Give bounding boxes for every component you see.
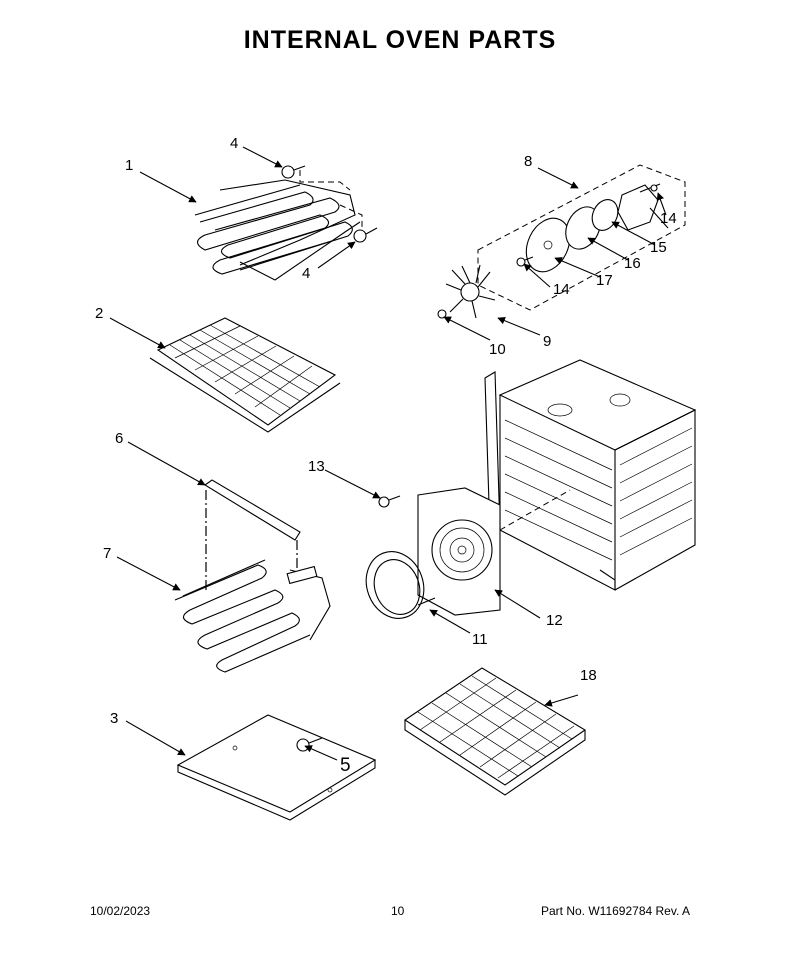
part-14-screw-upper[interactable] [650, 184, 658, 192]
footer-date: 10/02/2023 [90, 904, 151, 918]
callout-15: 15 [650, 239, 667, 256]
callout-17: 17 [596, 272, 613, 289]
oven-cavity [484, 359, 697, 591]
part-convection-motor[interactable] [617, 183, 669, 231]
part-4-terminal-screw-lower[interactable] [353, 227, 378, 243]
callout-8: 8 [524, 153, 532, 170]
callout-2: 2 [95, 305, 103, 322]
part-3-bottom-cover[interactable] [176, 714, 377, 821]
page-title: INTERNAL OVEN PARTS [243, 26, 557, 54]
callout-12: 12 [546, 612, 563, 629]
part-9-fan-blade[interactable] [445, 264, 496, 319]
part-1-broil-element[interactable] [194, 170, 363, 281]
part-2-oven-rack[interactable] [149, 317, 341, 433]
callout-14-upper: 14 [660, 210, 677, 227]
part-4-terminal-screw-upper[interactable] [281, 165, 306, 179]
callout-1: 1 [125, 157, 133, 174]
callout-5: 5 [340, 755, 351, 776]
callout-3: 3 [110, 710, 118, 727]
footer-page-number: 10 [391, 904, 405, 918]
part-10-fan-nut[interactable] [437, 309, 447, 319]
callout-7: 7 [103, 545, 111, 562]
footer-part-number: Part No. W11692784 Rev. A [541, 904, 690, 918]
callout-10: 10 [489, 341, 506, 358]
part-11-convection-element[interactable] [357, 543, 436, 626]
callout-11: 11 [472, 631, 488, 648]
part-6-element-shield[interactable] [204, 479, 301, 590]
callout-4-upper: 4 [230, 135, 238, 152]
callout-16: 16 [624, 255, 641, 272]
callout-6: 6 [115, 430, 123, 447]
part-12-convection-cover-panel[interactable] [417, 487, 501, 616]
callout-14-lower: 14 [553, 281, 570, 298]
callout-9: 9 [543, 333, 551, 350]
callout-4-lower: 4 [302, 265, 310, 282]
leader-lines [109, 146, 667, 761]
callout-18: 18 [580, 667, 597, 684]
part-14-screw-lower[interactable] [516, 256, 534, 267]
callout-13: 13 [308, 458, 325, 475]
part-18-air-fry-basket[interactable] [404, 667, 587, 796]
part-13-screw[interactable] [378, 495, 401, 508]
part-8-convection-motor-assembly[interactable] [477, 164, 686, 311]
part-7-bake-element[interactable] [174, 559, 331, 673]
